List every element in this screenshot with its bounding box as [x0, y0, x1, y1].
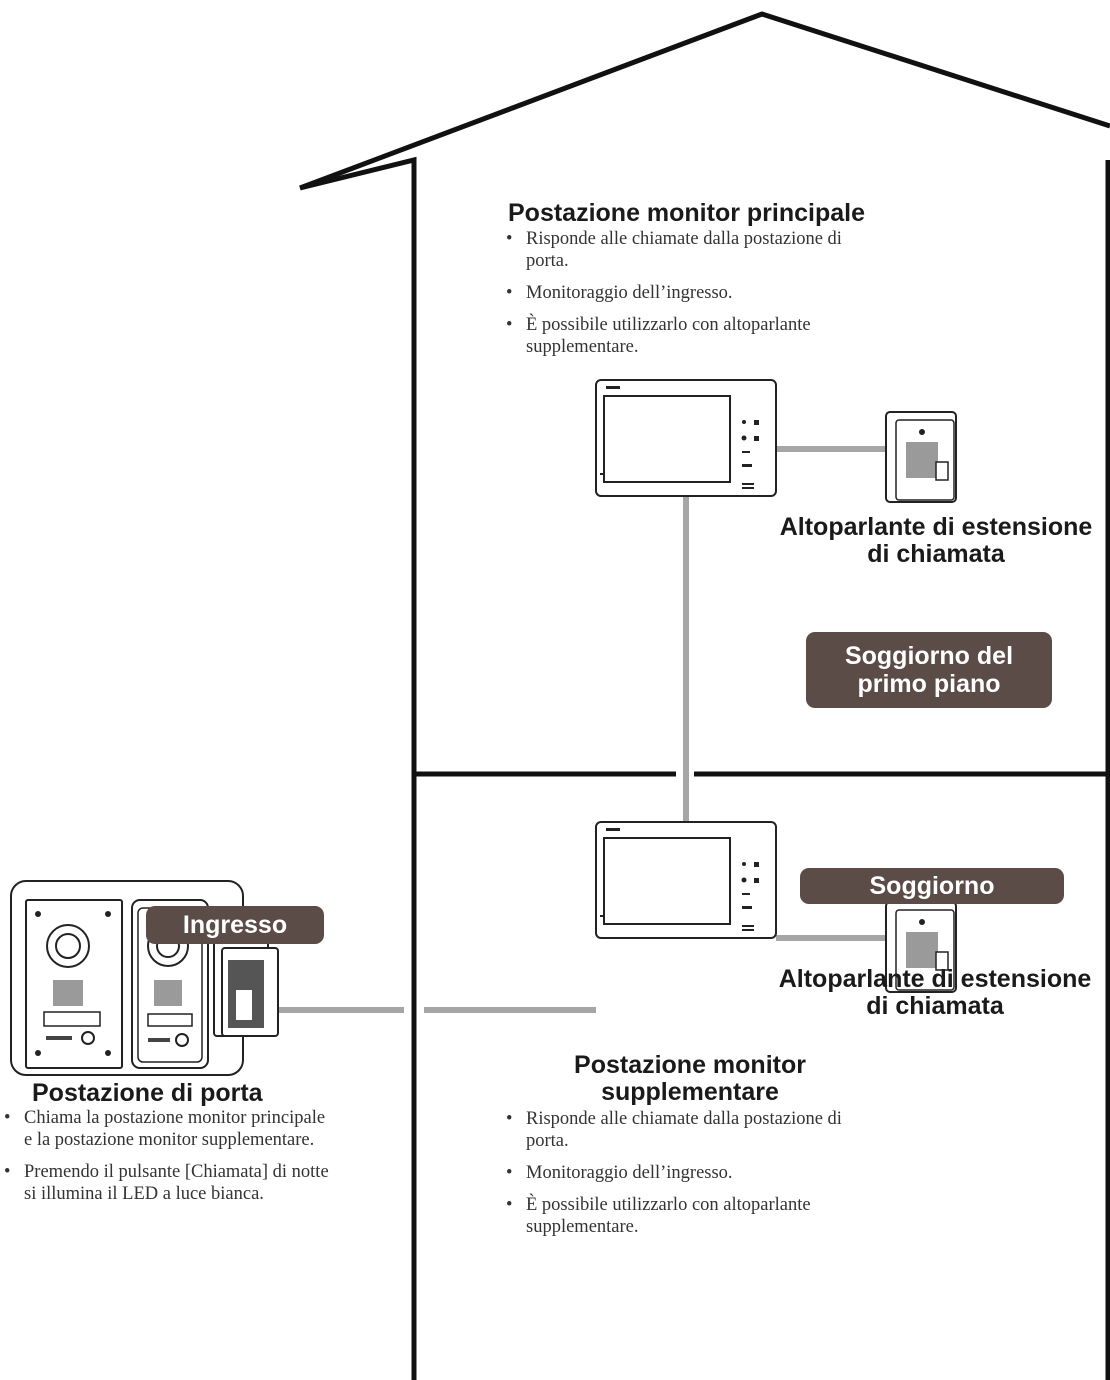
- list-item: Premendo il pulsante [Chiamata] di notte…: [2, 1161, 332, 1205]
- speaker-top-icon: [885, 411, 957, 503]
- door-station-bullets: Chiama la postazione monitor principale …: [2, 1107, 332, 1215]
- room-first-floor-line2: primo piano: [857, 670, 1001, 698]
- roof-outline: [299, 11, 1110, 191]
- room-label-entrance: Ingresso: [146, 906, 324, 944]
- speaker-bottom-line1: Altoparlante di estensione: [778, 965, 1092, 993]
- speaker-bottom-label: Altoparlante di estensione di chiamata: [760, 966, 1110, 1020]
- speaker-bottom-icon: [885, 901, 957, 993]
- room-label-first-floor: Soggiorno del primo piano: [806, 632, 1052, 708]
- sub-monitor-icon: [595, 821, 777, 939]
- room-label-living: Soggiorno: [800, 868, 1064, 904]
- list-item: Chiama la postazione monitor principale …: [2, 1107, 332, 1151]
- sub-monitor-bullets: Risponde alle chiamate dalla postazione …: [504, 1108, 884, 1248]
- sub-monitor-title-line2: supplementare: [601, 1078, 779, 1106]
- list-item: È possibile utilizzarlo con altoparlante…: [504, 314, 884, 358]
- left-wall: [299, 156, 417, 1380]
- sub-monitor-title-line1: Postazione monitor: [574, 1051, 806, 1079]
- list-item: Monitoraggio dell’ingresso.: [504, 1162, 884, 1184]
- door-station-side-icon: [213, 937, 279, 1037]
- main-monitor-title: Postazione monitor principale: [508, 199, 865, 227]
- main-monitor-icon: [595, 379, 777, 497]
- room-first-floor-line1: Soggiorno del: [844, 642, 1014, 670]
- speaker-top-label: Altoparlante di estensione di chiamata: [762, 514, 1110, 568]
- list-item: È possibile utilizzarlo con altoparlante…: [504, 1194, 884, 1238]
- list-item: Risponde alle chiamate dalla postazione …: [504, 228, 884, 272]
- sub-monitor-title: Postazione monitor supplementare: [540, 1052, 840, 1106]
- speaker-top-line2: di chiamata: [867, 540, 1005, 568]
- door-station-flush-icon: [25, 899, 123, 1069]
- main-monitor-bullets: Risponde alle chiamate dalla postazione …: [504, 228, 884, 368]
- door-station-title: Postazione di porta: [32, 1079, 263, 1107]
- list-item: Monitoraggio dell’ingresso.: [504, 282, 884, 304]
- list-item: Risponde alle chiamate dalla postazione …: [504, 1108, 884, 1152]
- speaker-top-line1: Altoparlante di estensione: [779, 513, 1093, 541]
- speaker-bottom-line2: di chiamata: [866, 992, 1004, 1020]
